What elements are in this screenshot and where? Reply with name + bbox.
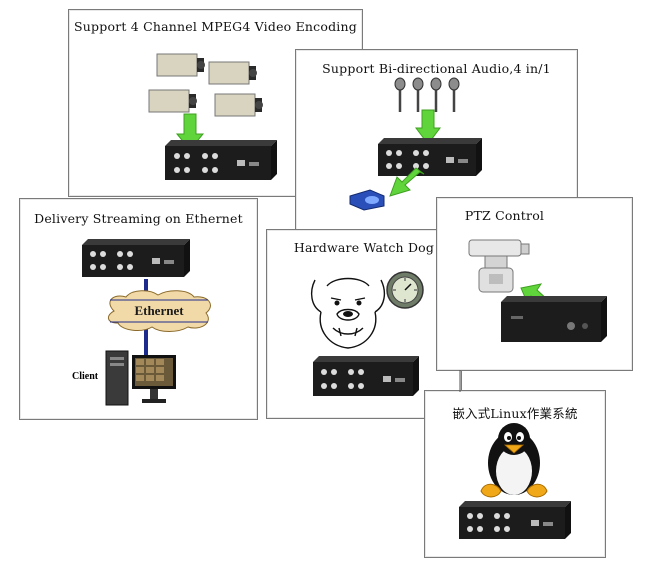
client-computer-icon xyxy=(105,350,176,406)
watchdog-timer-icon xyxy=(386,271,424,309)
panel-title: 嵌入式Linux作業系統 xyxy=(452,406,578,421)
dvr-device-icon xyxy=(82,239,190,277)
panel-streaming: Delivery Streaming on Ethernet Ethernet … xyxy=(19,198,258,420)
ptz-camera-icon xyxy=(468,239,530,293)
panel-linux: 嵌入式Linux作業系統 xyxy=(424,390,606,558)
dvr-device-icon xyxy=(165,140,277,180)
bulldog-icon xyxy=(310,277,386,349)
tux-penguin-icon xyxy=(480,423,548,498)
camera-icon xyxy=(214,93,263,117)
dvr-device-icon xyxy=(501,296,607,342)
camera-icon xyxy=(148,89,197,113)
speaker-icon xyxy=(349,189,385,211)
camera-icon xyxy=(156,53,205,77)
panel-title: Hardware Watch Dog xyxy=(293,240,435,255)
connector-line xyxy=(459,370,461,392)
panel-title: Delivery Streaming on Ethernet xyxy=(34,211,243,226)
panel-watchdog: Hardware Watch Dog xyxy=(266,229,462,419)
client-label: Client xyxy=(72,371,99,382)
ethernet-cloud-icon xyxy=(108,290,211,332)
panel-title: Support 4 Channel MPEG4 Video Encoding xyxy=(74,19,357,34)
camera-icon xyxy=(208,61,257,85)
green-arrow-icon xyxy=(389,167,425,197)
panel-ptz: PTZ Control xyxy=(436,197,633,371)
dvr-device-icon xyxy=(459,501,571,539)
green-arrow-icon xyxy=(415,109,441,145)
panel-title: Support Bi-directional Audio,4 in/1 xyxy=(322,61,551,76)
microphone-icon xyxy=(394,77,460,112)
ethernet-label: Ethernet xyxy=(134,303,184,318)
panel-title: PTZ Control xyxy=(464,208,545,223)
dvr-device-icon xyxy=(313,356,419,396)
dvr-device-icon xyxy=(378,138,482,176)
